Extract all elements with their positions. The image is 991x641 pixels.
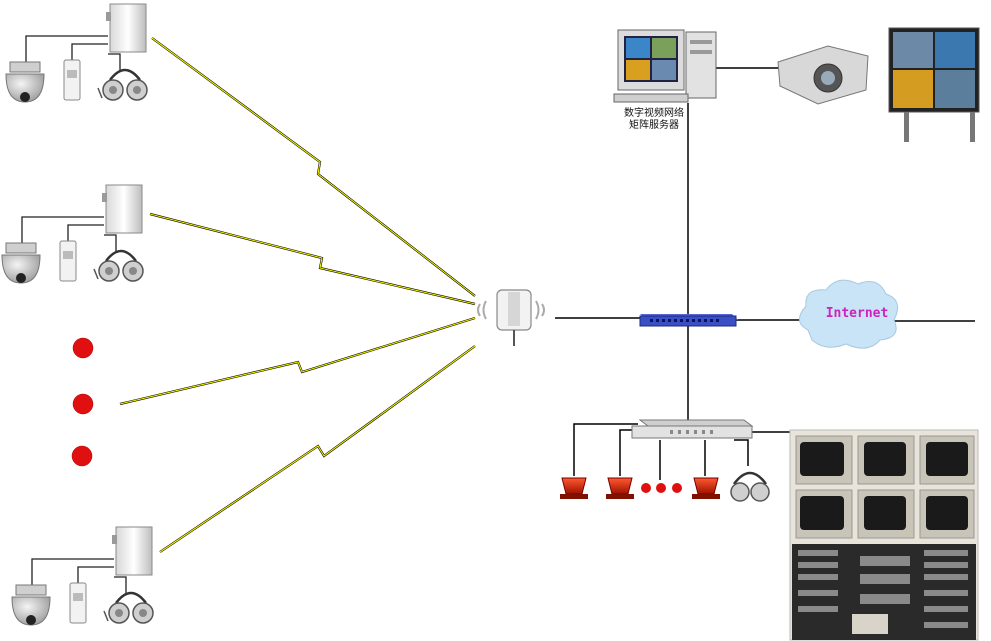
- video-matrix-server-icon: [613, 29, 717, 103]
- audio-headset-icon: [730, 471, 770, 502]
- omni-access-point-icon: [477, 289, 545, 346]
- server-caption-line2: 矩阵服务器: [629, 120, 679, 131]
- wireless-link-3: [119, 316, 476, 406]
- network-switch-icon: [639, 314, 738, 327]
- more-sites-dots: [71, 337, 94, 467]
- video-billboard-icon: [888, 27, 980, 142]
- remote-site-1: [4, 2, 149, 104]
- wireless-link-1: [151, 37, 476, 297]
- alarm-siren-icon: [560, 477, 588, 499]
- wireless-links: [119, 37, 476, 553]
- wireless-link-4: [159, 345, 476, 553]
- server-caption: 数字视频网络 矩阵服务器: [606, 108, 702, 132]
- more-sirens-dots: [641, 483, 682, 493]
- internet-cloud-icon: [799, 279, 899, 349]
- server-caption-line1: 数字视频网络: [624, 108, 684, 119]
- remote-site-2: [0, 183, 145, 285]
- alarm-host-icon: [631, 419, 754, 439]
- alarm-siren-icon: [692, 477, 720, 499]
- alarm-siren-icon: [606, 477, 634, 499]
- projector-icon: [777, 45, 869, 105]
- wireless-link-2: [149, 212, 476, 306]
- wired-connections: [555, 67, 975, 480]
- internet-label: Internet: [825, 306, 889, 321]
- remote-site-3: [10, 525, 155, 627]
- monitor-wall-icon: [789, 429, 979, 641]
